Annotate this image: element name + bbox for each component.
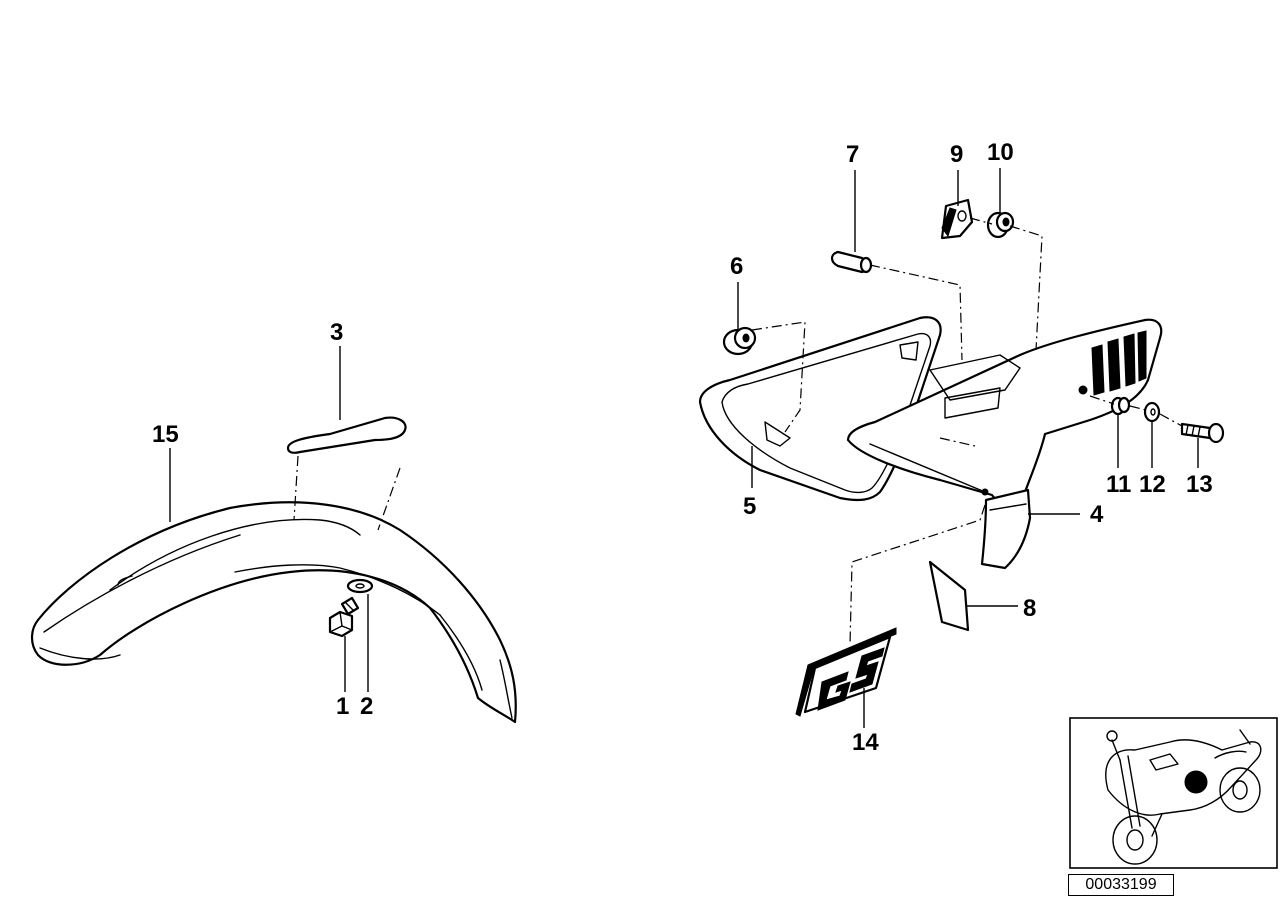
reflector-part-8 [928, 560, 970, 632]
grommet-part-6 [722, 326, 757, 356]
callout-3: 3 [330, 319, 343, 346]
mudguard-stay-strip [286, 416, 407, 454]
callout-2: 2 [360, 693, 373, 720]
callout-11: 11 [1106, 471, 1131, 498]
assembly-line-9 [969, 217, 993, 225]
assembly-line-10 [1009, 225, 1043, 351]
locator-inset [1069, 717, 1278, 869]
grommet-part-10 [986, 211, 1015, 239]
callout-13: 13 [1186, 471, 1213, 498]
washer-part-2 [346, 578, 374, 594]
motorcycle-outline-icon [1105, 729, 1262, 865]
callout-8: 8 [1023, 595, 1036, 622]
assembly-line-11 [1089, 395, 1115, 405]
gs-decal-part-14: GS [0, 0, 897, 717]
callout-15: 15 [152, 421, 179, 448]
screw-part-13 [1180, 422, 1225, 444]
callout-1: 1 [336, 693, 349, 720]
callout-14: 14 [852, 729, 879, 756]
locator-inset-frame [1069, 717, 1278, 869]
clip-nut-part-9 [940, 198, 974, 240]
rubber-bush-part-11 [1110, 396, 1131, 416]
assembly-line-decal [939, 437, 976, 447]
front-mudguard [30, 501, 517, 724]
callout-5: 5 [743, 493, 756, 520]
gs-decal-text: GS [0, 0, 2, 1]
assembly-line-7 [869, 264, 963, 361]
diagram-id-label: 00033199 [1068, 874, 1174, 896]
washer-part-12 [1143, 401, 1161, 423]
callout-6: 6 [730, 253, 743, 280]
assembly-line-6 [751, 321, 806, 433]
bracket-part-4 [846, 318, 1163, 570]
assembly-line-14 [849, 504, 986, 646]
callout-12: 12 [1139, 471, 1166, 498]
locator-highlight-dot [1184, 770, 1208, 794]
assembly-line-13 [1159, 413, 1183, 427]
callout-4: 4 [1090, 501, 1104, 528]
callout-10: 10 [987, 139, 1014, 166]
callout-9: 9 [950, 141, 963, 168]
hex-bolt-part-1 [328, 596, 360, 638]
callout-7: 7 [846, 141, 859, 168]
sleeve-part-7 [830, 250, 873, 274]
assembly-line-3b [377, 467, 401, 531]
assembly-line-12 [1129, 405, 1147, 411]
